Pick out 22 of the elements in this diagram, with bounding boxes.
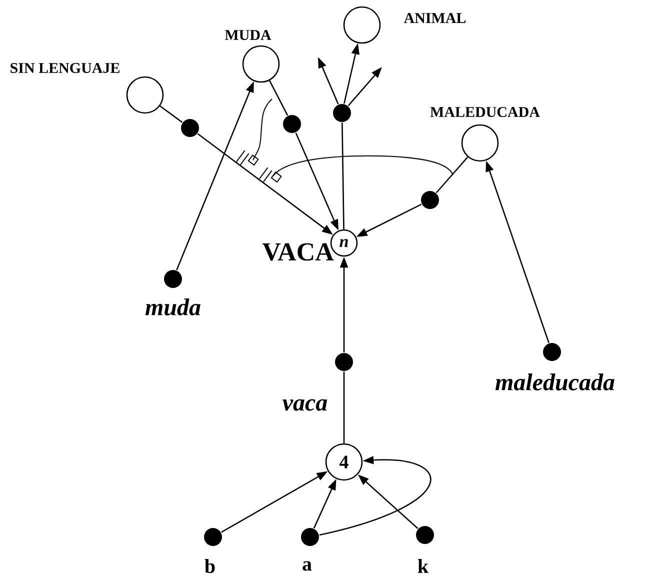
dot-node — [421, 191, 439, 209]
circle-node: n — [330, 229, 358, 257]
node-label: MALEDUCADA — [430, 106, 540, 118]
dot-node — [204, 528, 222, 546]
dot-node — [301, 528, 319, 546]
circle-node: 4 — [325, 443, 363, 481]
node-label: SIN LENGUAJE — [10, 62, 120, 74]
dot-node — [181, 119, 199, 137]
edge-label: vaca — [282, 399, 328, 411]
node-label: b — [204, 558, 215, 574]
node-label: a — [302, 561, 312, 571]
node-label: muda — [145, 298, 200, 316]
node-label: maleducada — [495, 374, 614, 390]
dot-node — [283, 115, 301, 133]
dot-node — [164, 270, 182, 288]
dot-node — [333, 104, 351, 122]
node-label: ANIMAL — [404, 13, 466, 23]
node-label: k — [418, 559, 429, 573]
node-label: MUDA — [224, 30, 272, 40]
dot-node — [543, 343, 561, 361]
dot-node — [416, 526, 434, 544]
dot-node — [335, 353, 353, 371]
